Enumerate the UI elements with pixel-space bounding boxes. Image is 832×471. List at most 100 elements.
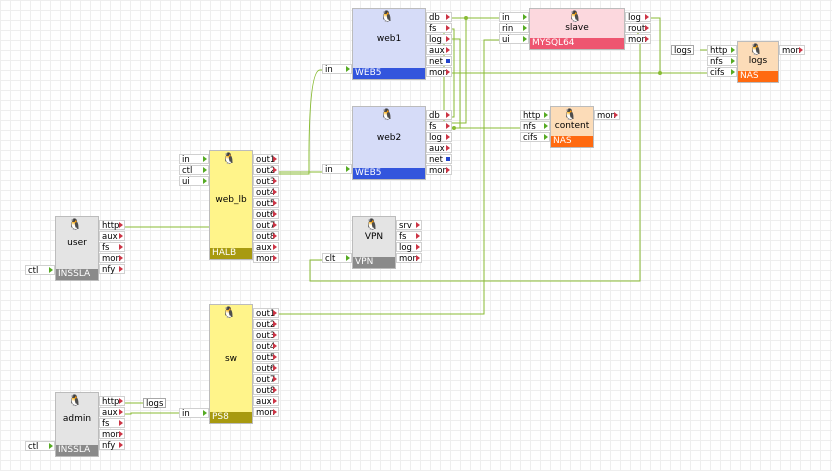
port-out-fs[interactable]: fs [426,23,452,34]
port-out-out8[interactable]: out8 [253,231,279,242]
node-title: web_lb [215,194,247,205]
port-out-fs[interactable]: fs [426,121,452,132]
port-out-nfy[interactable]: nfy [99,264,125,275]
port-label: out3 [256,177,276,187]
port-out-net[interactable]: net [426,56,452,67]
port-in-rin[interactable]: rin [499,23,529,34]
logs-label-admin[interactable]: logs [143,398,167,409]
port-out-mon[interactable]: mon [253,407,279,418]
port-in-ctl[interactable]: ctl [25,441,55,452]
port-in-nfs[interactable]: nfs [520,121,550,132]
port-out-log[interactable]: log [625,12,651,23]
port-arrow-icon [346,66,350,72]
port-arrow-icon [273,244,277,250]
port-out-rout[interactable]: rout [625,23,651,34]
port-in-in[interactable]: in [499,12,529,23]
port-out-aux[interactable]: aux [99,407,125,418]
port-out-log[interactable]: log [396,242,422,253]
port-out-out6[interactable]: out6 [253,363,279,374]
port-in-ui[interactable]: ui [499,34,529,45]
port-label: mon [628,35,647,45]
port-in-http[interactable]: http [707,45,737,56]
port-out-mon[interactable]: mon [99,253,125,264]
node-title: slave [565,23,589,33]
port-arrow-icon [346,166,350,172]
node-type-label: VPN [353,257,395,268]
port-out-mon[interactable]: mon [779,45,805,56]
port-label: aux [256,397,272,407]
port-out-out4[interactable]: out4 [253,341,279,352]
port-in-ctl[interactable]: ctl [25,265,55,276]
port-in-in[interactable]: in [322,164,352,175]
port-arrow-icon [645,14,649,20]
port-out-out3[interactable]: out3 [253,176,279,187]
port-out-out2[interactable]: out2 [253,165,279,176]
port-in-http[interactable]: http [520,110,550,121]
port-in-cifs[interactable]: cifs [520,132,550,143]
port-out-log[interactable]: log [426,34,452,45]
port-out-mon[interactable]: mon [99,429,125,440]
port-out-out5[interactable]: out5 [253,198,279,209]
port-out-db[interactable]: db [426,12,452,23]
port-out-mon[interactable]: mon [426,67,452,78]
port-label: http [710,46,728,56]
port-out-out7[interactable]: out7 [253,220,279,231]
port-out-out8[interactable]: out8 [253,385,279,396]
port-in-ctl[interactable]: ctl [179,165,209,176]
port-out-fs[interactable]: fs [99,242,125,253]
port-out-out3[interactable]: out3 [253,330,279,341]
port-arrow-icon [446,167,450,173]
port-label: aux [102,232,118,242]
port-out-aux[interactable]: aux [253,396,279,407]
port-out-aux[interactable]: aux [426,45,452,56]
port-out-out1[interactable]: out1 [253,308,279,319]
port-out-mon[interactable]: mon [396,253,422,264]
port-in-cifs[interactable]: cifs [707,67,737,78]
port-out-out7[interactable]: out7 [253,374,279,385]
port-out-net[interactable]: net [426,154,452,165]
port-out-db[interactable]: db [426,110,452,121]
port-out-fs[interactable]: fs [99,418,125,429]
port-out-srv[interactable]: srv [396,220,422,231]
logs-label-top[interactable]: logs [671,45,695,56]
port-out-nfy[interactable]: nfy [99,440,125,451]
node-type-label: MYSQL64 [530,38,624,49]
port-out-http[interactable]: http [99,220,125,231]
port-out-mon[interactable]: mon [253,253,279,264]
port-in-in[interactable]: in [179,408,209,419]
port-in-in[interactable]: in [322,64,352,75]
port-label: out4 [256,188,276,198]
port-out-out5[interactable]: out5 [253,352,279,363]
port-out-aux[interactable]: aux [99,231,125,242]
port-in-clt[interactable]: clt [322,253,352,264]
port-out-http[interactable]: http [99,396,125,407]
port-arrow-icon [416,222,420,228]
port-out-aux[interactable]: aux [253,242,279,253]
port-out-fs[interactable]: fs [396,231,422,242]
port-out-out1[interactable]: out1 [253,154,279,165]
port-arrow-icon [203,167,207,173]
port-in-in[interactable]: in [179,154,209,165]
port-out-mon[interactable]: mon [594,110,620,121]
port-out-log[interactable]: log [426,132,452,143]
port-arrow-icon [273,167,277,173]
port-in-ui[interactable]: ui [179,176,209,187]
port-out-mon[interactable]: mon [426,165,452,176]
port-out-out4[interactable]: out4 [253,187,279,198]
port-out-aux[interactable]: aux [426,143,452,154]
port-out-out2[interactable]: out2 [253,319,279,330]
port-in-nfs[interactable]: nfs [707,56,737,67]
port-out-mon[interactable]: mon [625,34,651,45]
port-arrow-icon [203,410,207,416]
port-out-out6[interactable]: out6 [253,209,279,220]
